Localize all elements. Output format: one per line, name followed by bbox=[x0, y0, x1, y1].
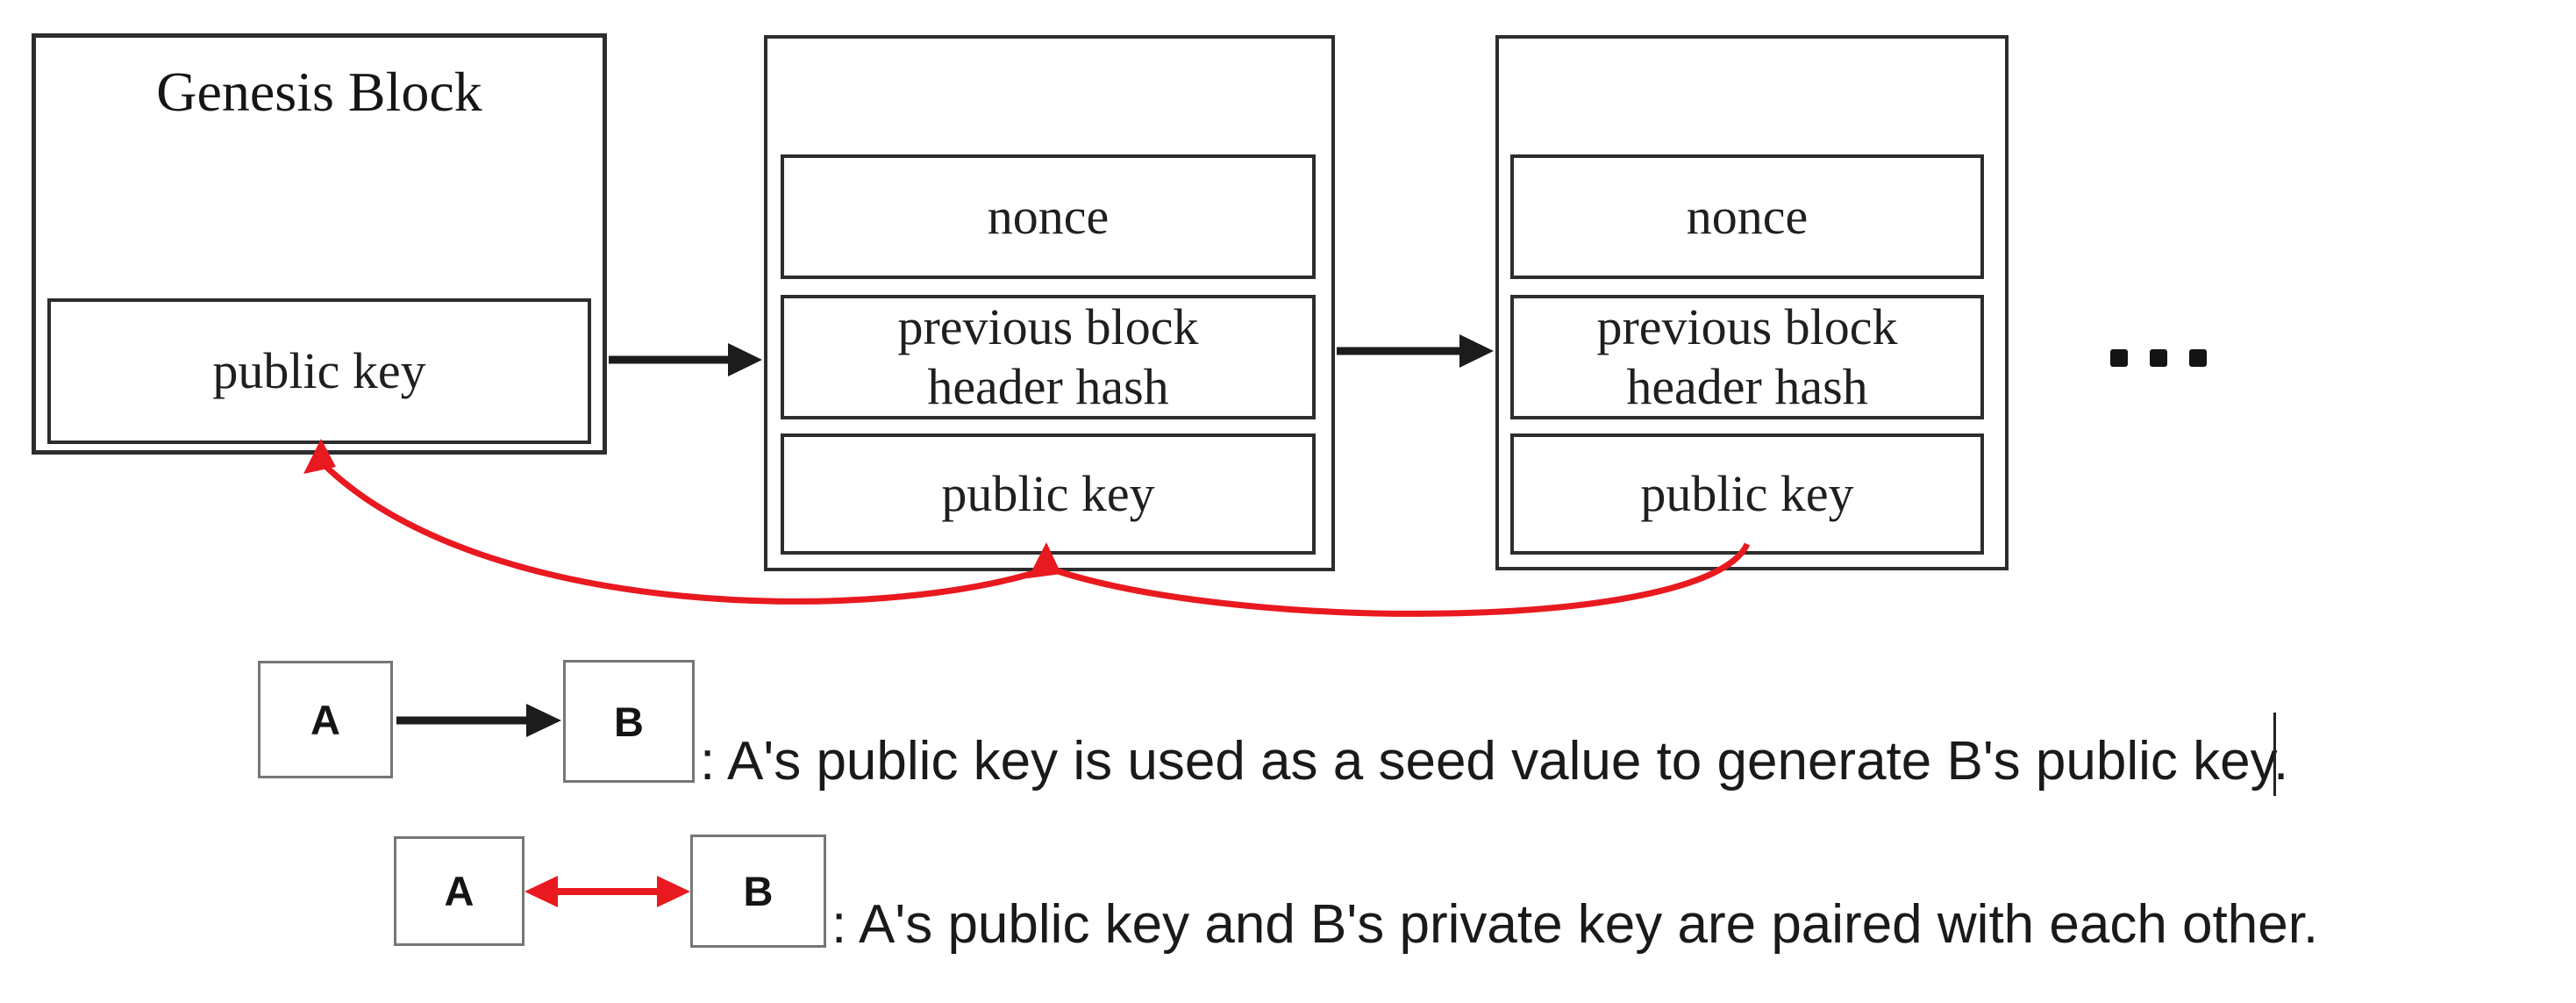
block-2-public-key-label: public key bbox=[941, 464, 1155, 522]
block-3-public-key-field: public key bbox=[1510, 433, 1984, 555]
ellipsis-dot-2 bbox=[2150, 349, 2167, 367]
genesis-public-key-field: public key bbox=[47, 298, 591, 444]
block-3-nonce-label: nonce bbox=[1686, 187, 1809, 245]
legend-pair-arrow-icon bbox=[524, 876, 690, 907]
legend-row2-box-a-label: A bbox=[444, 868, 475, 914]
ellipsis-dot-3 bbox=[2189, 349, 2207, 367]
legend-row1-box-b: B bbox=[563, 660, 695, 783]
genesis-block-title: Genesis Block bbox=[156, 61, 482, 123]
block-3-nonce-field: nonce bbox=[1510, 154, 1984, 279]
seed-arrow-block2-to-block3 bbox=[1337, 334, 1494, 368]
block-2-nonce-field: nonce bbox=[781, 154, 1316, 279]
block-2-public-key-field: public key bbox=[781, 433, 1316, 555]
ellipsis-dot-1 bbox=[2110, 349, 2128, 367]
genesis-public-key-label: public key bbox=[212, 341, 426, 399]
legend-row1-box-a: A bbox=[258, 661, 393, 778]
text-cursor-artifact bbox=[2273, 713, 2276, 796]
legend-seed-text: : A's public key is used as a seed value… bbox=[700, 731, 2289, 792]
legend-row1-box-a-label: A bbox=[310, 696, 340, 743]
seed-arrow-genesis-to-block2 bbox=[609, 343, 762, 376]
legend-row2-box-b-label: B bbox=[743, 868, 774, 914]
legend-seed-arrow-icon bbox=[396, 704, 561, 737]
legend-row1-box-b-label: B bbox=[614, 698, 644, 745]
block-3-public-key-label: public key bbox=[1640, 464, 1854, 522]
legend-pair-text: : A's public key and B's private key are… bbox=[831, 894, 2319, 955]
ellipsis-dots: ... bbox=[2110, 349, 2224, 369]
block-2-nonce-label: nonce bbox=[987, 187, 1110, 245]
legend-row2-box-a: A bbox=[394, 836, 524, 946]
legend-row2-box-b: B bbox=[690, 835, 826, 948]
